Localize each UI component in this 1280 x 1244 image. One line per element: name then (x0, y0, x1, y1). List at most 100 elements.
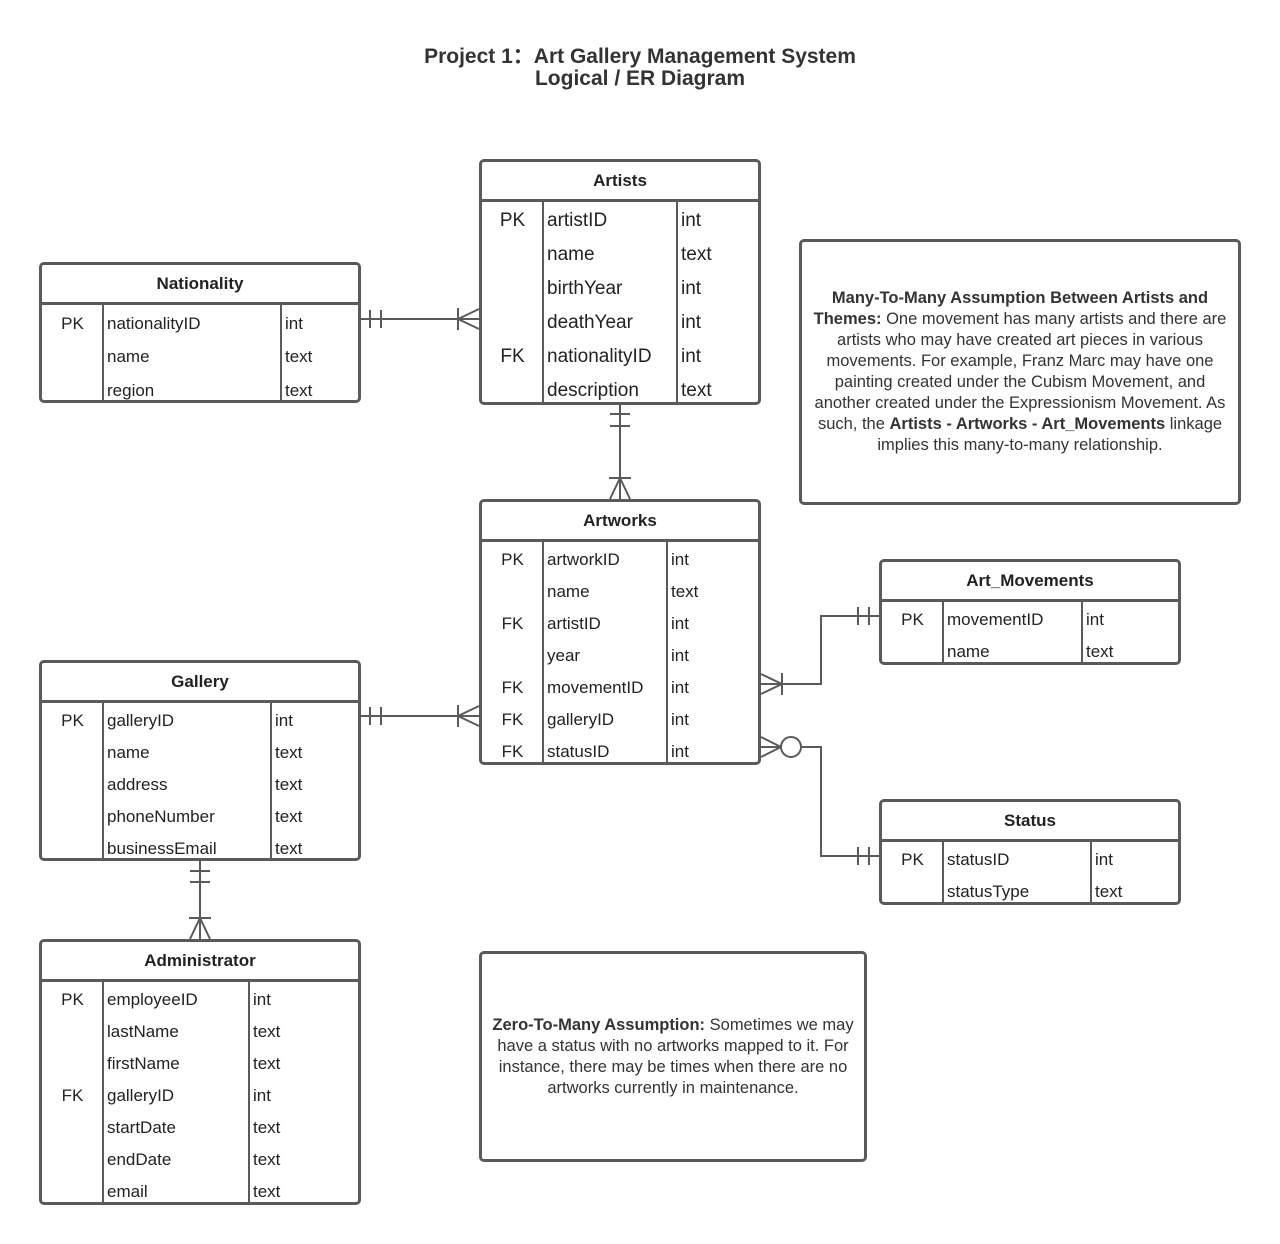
column-divider (676, 202, 678, 402)
field-type-cell: text (1086, 642, 1114, 661)
diagram-title-line2: Logical / ER Diagram (534, 67, 746, 90)
crow-foot (760, 746, 782, 758)
field-type-cell: int (253, 1086, 271, 1105)
entity-row[interactable]: address text (42, 769, 358, 801)
field-name-cell: movementID (547, 678, 644, 697)
entity-row[interactable]: FK galleryID int (42, 1080, 358, 1112)
key-cell: FK (501, 678, 524, 697)
field-name-cell: statusID (947, 850, 1010, 869)
field-name-cell: name (107, 743, 150, 762)
field-type-cell: text (285, 380, 313, 400)
field-type-cell: int (681, 312, 702, 333)
key-cell: PK (61, 313, 84, 333)
entity-row[interactable]: name text (882, 636, 1178, 662)
column-divider (280, 305, 282, 400)
field-type-cell: text (275, 839, 303, 858)
field-name-cell: movementID (947, 610, 1044, 629)
crow-foot (760, 736, 782, 748)
field-name-cell: description (547, 380, 639, 401)
field-name-cell: statusType (947, 882, 1030, 901)
field-name-cell: name (547, 244, 595, 265)
field-type-cell: text (253, 1118, 281, 1137)
field-type-cell: int (681, 278, 702, 299)
key-cell: FK (501, 742, 524, 761)
key-cell: PK (61, 711, 84, 730)
key-cell: FK (501, 710, 524, 729)
field-type-cell: text (681, 244, 712, 265)
field-type-cell: text (275, 743, 303, 762)
field-type-cell: text (253, 1022, 281, 1041)
entity-title: Art_Movements (882, 562, 1178, 602)
entity-row[interactable]: name text (482, 238, 758, 272)
field-name-cell: deathYear (547, 312, 633, 333)
entity-row[interactable]: name text (42, 737, 358, 769)
crow-foot (760, 673, 783, 685)
crow-foot (199, 917, 211, 940)
field-type-cell: text (253, 1150, 281, 1169)
key-cell: FK (61, 1086, 84, 1105)
field-type-cell: int (1086, 610, 1104, 629)
column-divider (1090, 842, 1092, 902)
many-to-many-note-text1: One movement has many artists and there … (814, 310, 1227, 433)
entity-title: Administrator (42, 942, 358, 982)
diagram-title-line1: Project 1：Art Gallery Management System (424, 45, 856, 68)
field-name-cell: year (547, 646, 581, 665)
zero-to-many-note-heading: Zero-To-Many Assumption: (492, 1015, 706, 1034)
column-divider (542, 542, 544, 762)
field-name-cell: nationalityID (547, 346, 652, 367)
field-type-cell: int (671, 550, 689, 569)
entity-row[interactable]: deathYear int (482, 306, 758, 340)
crow-foot (189, 917, 201, 940)
column-divider (1081, 602, 1083, 662)
field-type-cell: text (671, 582, 699, 601)
key-cell: FK (501, 614, 524, 633)
column-divider (942, 602, 944, 662)
field-name-cell: employeeID (107, 990, 198, 1009)
field-type-cell: text (275, 775, 303, 794)
key-cell: PK (61, 990, 84, 1009)
field-name-cell: address (107, 775, 168, 794)
field-name-cell: name (547, 582, 590, 601)
field-name-cell: name (947, 642, 990, 661)
entity-row[interactable]: name text (482, 576, 758, 608)
column-divider (102, 982, 104, 1202)
field-name-cell: galleryID (107, 1086, 175, 1105)
field-name-cell: firstName (107, 1054, 180, 1073)
field-type-cell: int (285, 313, 303, 333)
crow-foot (457, 715, 480, 727)
field-type-cell: int (671, 742, 689, 761)
entity-title: Status (882, 802, 1178, 842)
